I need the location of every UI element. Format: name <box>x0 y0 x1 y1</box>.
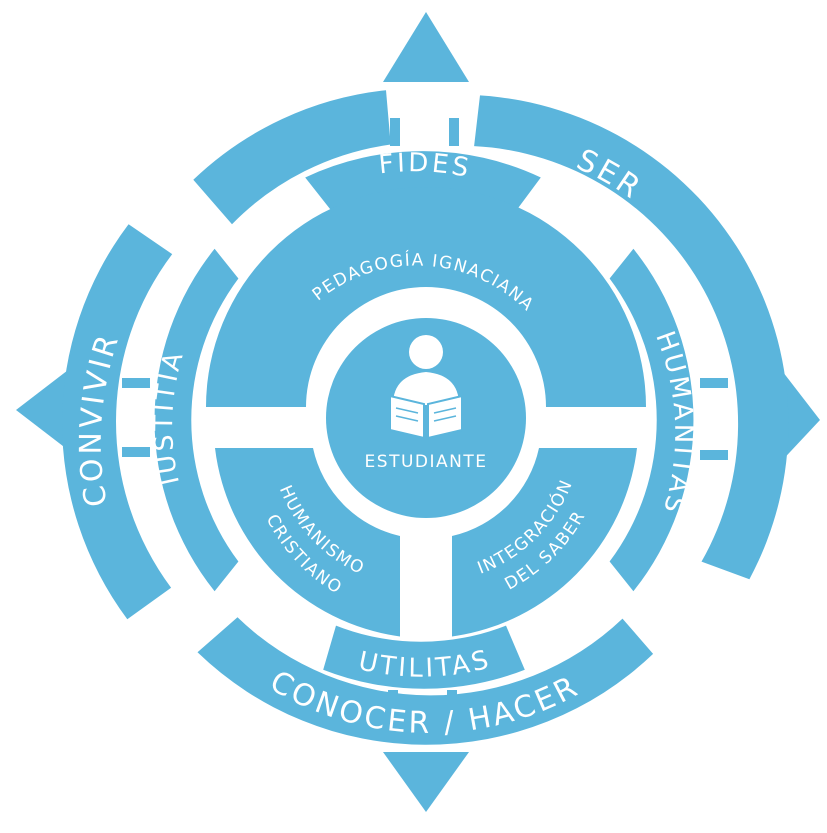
inner-segment-bottom-right <box>452 448 637 637</box>
gap-marker-top-left <box>390 118 400 146</box>
outer-segment-top-left <box>193 90 391 225</box>
compass-point-west <box>16 367 72 453</box>
gap-marker-right-bottom <box>700 450 728 460</box>
inner-ring <box>206 187 646 637</box>
gap-marker-right-top <box>700 378 728 388</box>
gap-marker-top-right <box>449 118 459 146</box>
gap-markers <box>122 118 728 718</box>
middle-segment-left <box>154 248 239 592</box>
middle-segment-right <box>609 248 694 592</box>
gap-marker-bottom-left <box>388 690 398 718</box>
gap-marker-left-top <box>122 378 150 388</box>
inner-segment-bottom-left <box>215 448 400 637</box>
middle-label-fides: FIDES <box>377 148 474 184</box>
compass-point-north <box>383 12 469 82</box>
gap-marker-bottom-right <box>447 690 457 718</box>
compass-point-south <box>383 752 469 812</box>
center: ESTUDIANTE <box>326 318 526 518</box>
outer-ring <box>62 90 789 745</box>
center-disc <box>326 318 526 518</box>
center-label: ESTUDIANTE <box>365 452 488 472</box>
inner-segment-top <box>206 187 646 407</box>
middle-segment-bottom <box>323 625 525 689</box>
outer-segment-left <box>62 224 173 620</box>
outer-segment-bottom <box>197 617 654 745</box>
outer-segment-top-right <box>474 95 789 580</box>
student-reading-icon <box>389 335 463 440</box>
gap-marker-left-bottom <box>122 447 150 457</box>
